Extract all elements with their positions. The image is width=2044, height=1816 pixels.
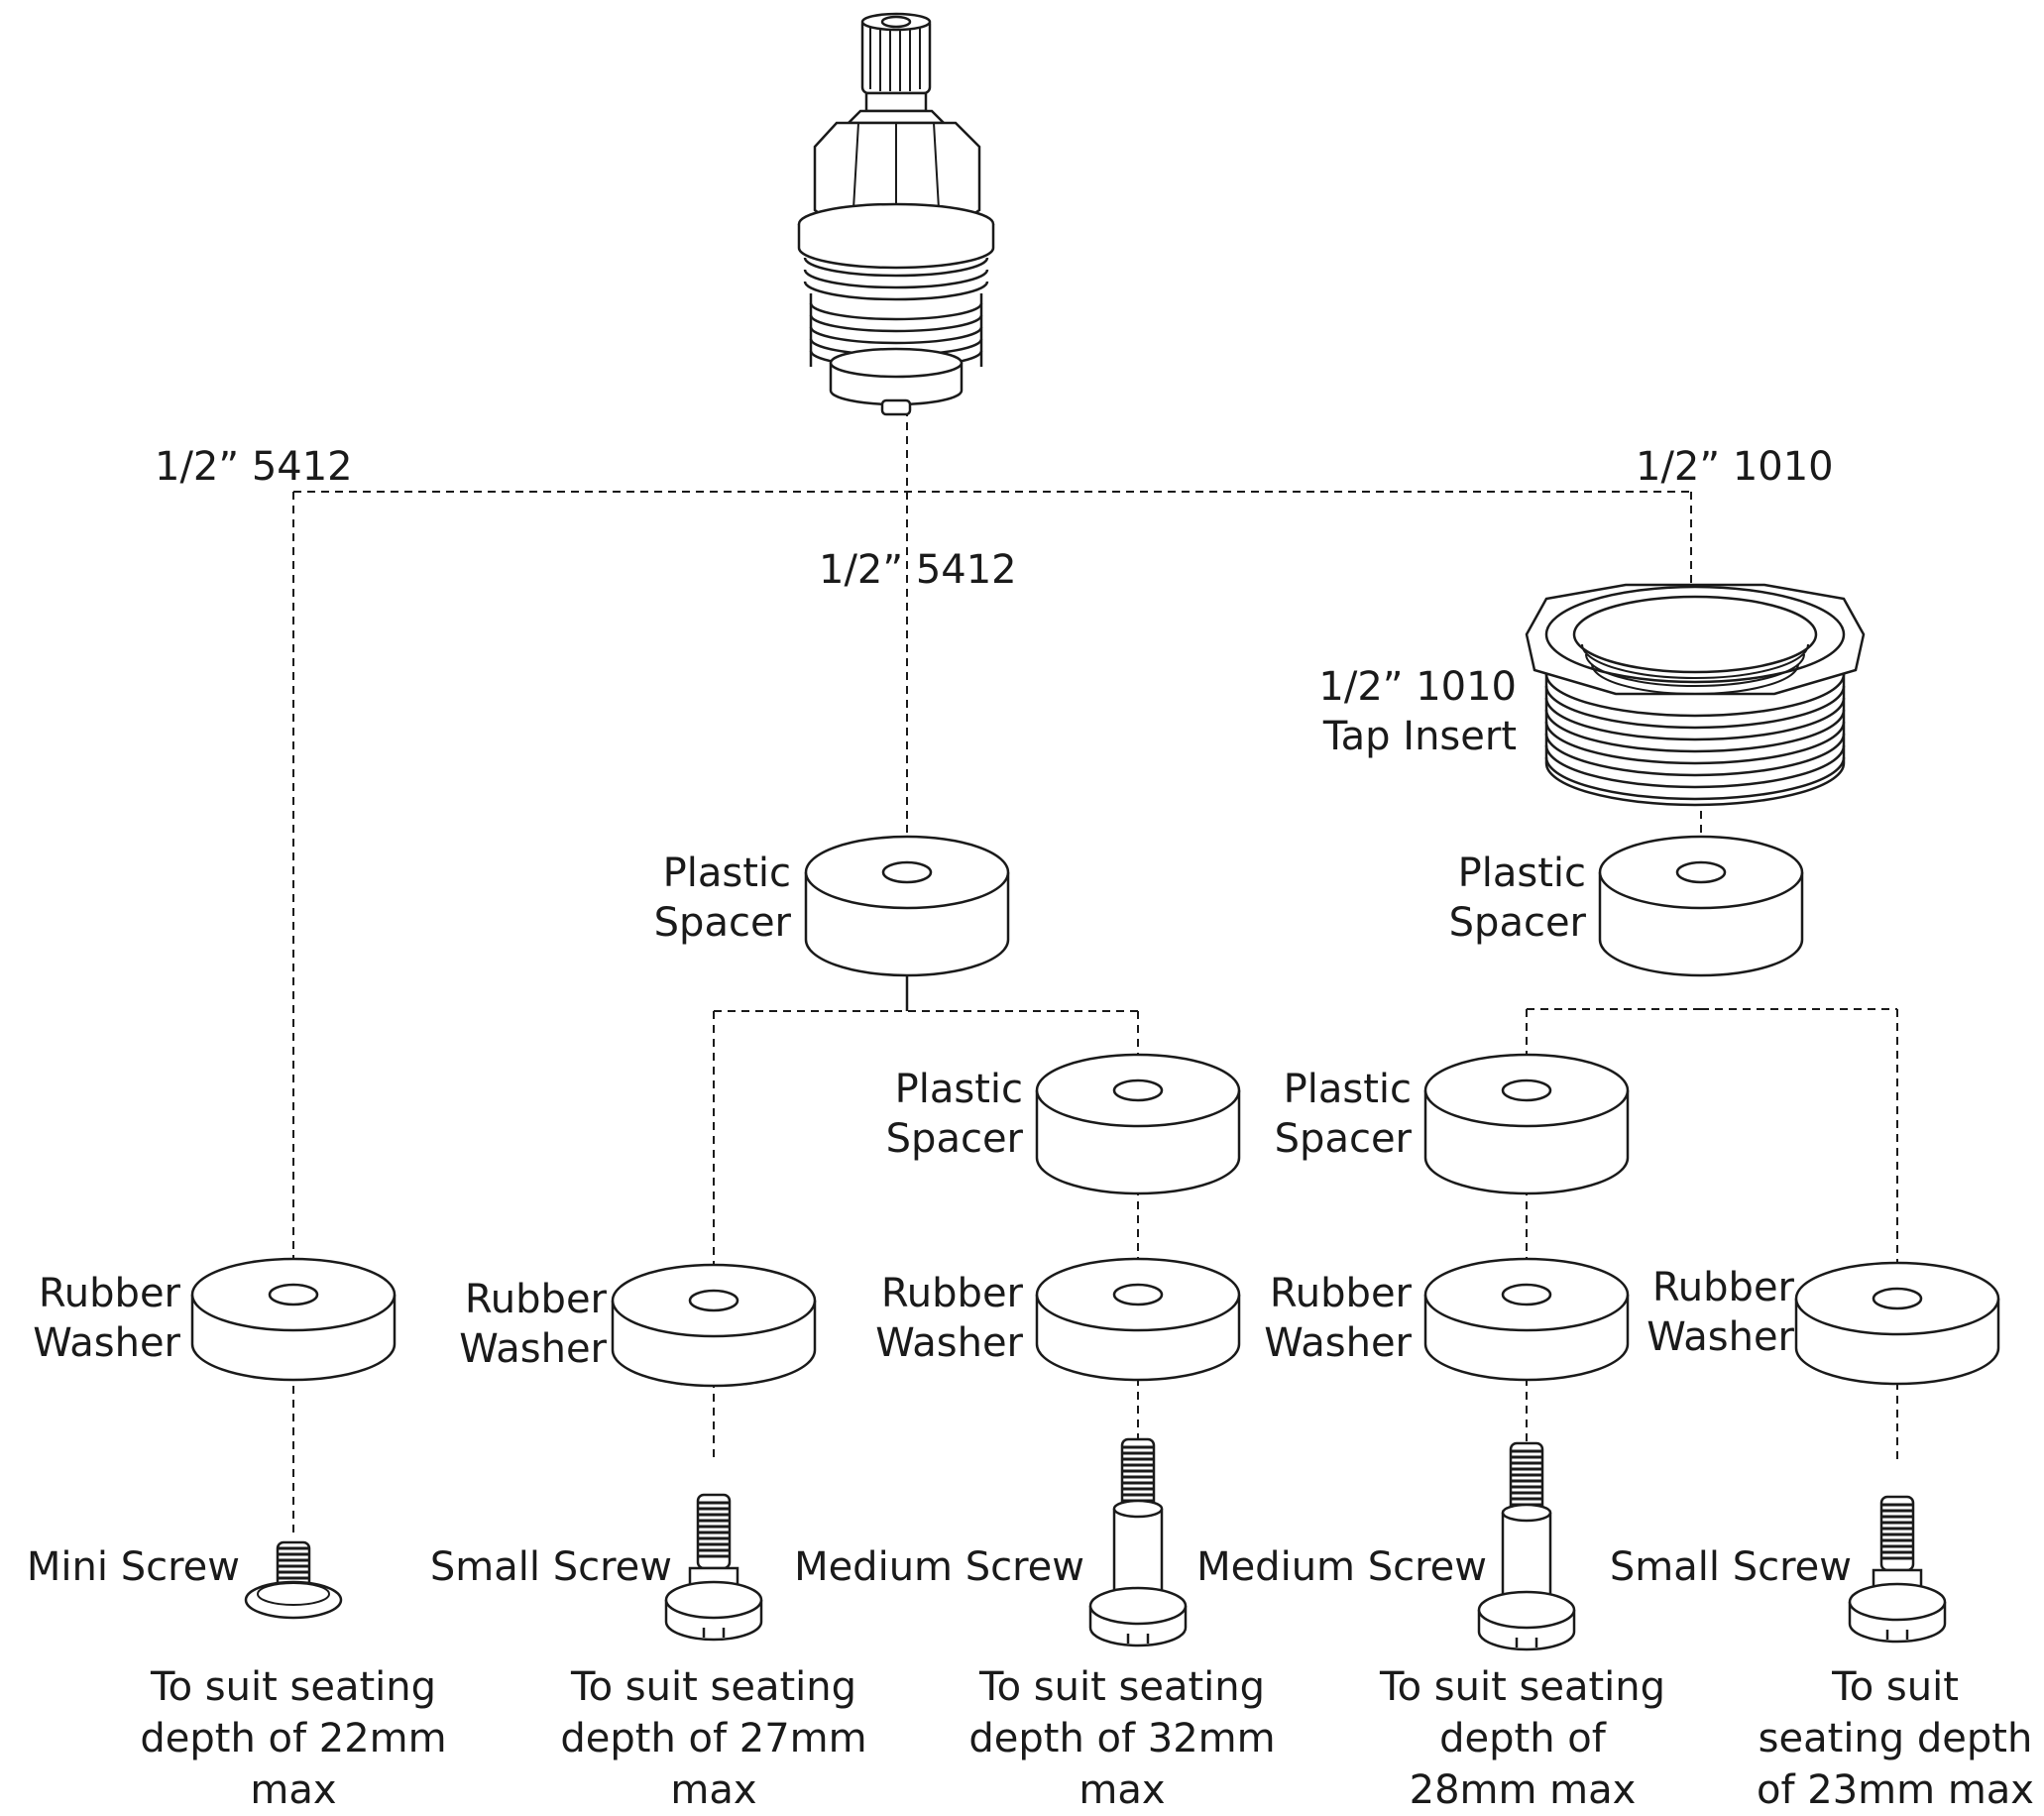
medium-screw-label-col4: Medium Screw (1196, 1544, 1487, 1590)
plastic-spacer-label-middle: Plastic Spacer (653, 851, 791, 946)
medium-screw-icon-col4 (1477, 1441, 1576, 1651)
plastic-spacer-middle (804, 835, 1010, 977)
tap-cartridge-icon (797, 12, 995, 416)
mini-screw-label: Mini Screw (26, 1544, 240, 1590)
tap-insert-label-line2: Tap Insert (1322, 714, 1517, 759)
plastic-spacer-right (1598, 835, 1804, 977)
plastic-spacer-label-col4: Plastic Spacer (1274, 1067, 1412, 1162)
small-screw-icon-col2 (664, 1493, 763, 1642)
medium-screw-label-col3: Medium Screw (794, 1544, 1084, 1590)
rubber-washer-label-col5: Rubber Washer (1647, 1265, 1794, 1360)
rubber-washer-col4 (1423, 1257, 1630, 1382)
mini-screw-icon (244, 1540, 343, 1620)
rubber-washer-col2 (611, 1263, 817, 1388)
rubber-washer-label-col1: Rubber Washer (33, 1271, 180, 1366)
tap-insert-label: 1/2” 1010 Tap Insert (1289, 662, 1517, 761)
rubber-washer-col1 (190, 1257, 397, 1382)
rubber-washer-col5 (1794, 1261, 2000, 1386)
small-screw-label-col2: Small Screw (429, 1544, 672, 1590)
tap-insert-label-line1: 1/2” 1010 (1318, 664, 1517, 710)
caption-col5: To suit seating depth of 23mm max (1757, 1664, 2034, 1813)
rubber-washer-label-col4: Rubber Washer (1264, 1271, 1412, 1366)
rubber-washer-col3 (1035, 1257, 1241, 1382)
small-screw-label-col5: Small Screw (1609, 1544, 1852, 1590)
plastic-spacer-label-right: Plastic Spacer (1448, 851, 1586, 946)
plastic-spacer-col4 (1423, 1053, 1630, 1195)
plastic-spacer-label-col3: Plastic Spacer (885, 1067, 1023, 1162)
rubber-washer-label-col2: Rubber Washer (459, 1277, 607, 1372)
plastic-spacer-col3 (1035, 1053, 1241, 1195)
caption-col3: To suit seating depth of 32mm max (968, 1664, 1276, 1813)
caption-col4: To suit seating depth of 28mm max (1379, 1664, 1666, 1813)
label-top-right: 1/2” 1010 (1636, 444, 1834, 490)
label-middle: 1/2” 5412 (819, 547, 1017, 593)
small-screw-icon-col5 (1848, 1495, 1947, 1644)
caption-col1: To suit seating depth of 22mm max (140, 1664, 447, 1813)
caption-col2: To suit seating depth of 27mm max (560, 1664, 867, 1813)
rubber-washer-label-col3: Rubber Washer (875, 1271, 1023, 1366)
tap-insert-icon (1525, 583, 1866, 807)
label-top-left: 1/2” 5412 (155, 444, 353, 490)
